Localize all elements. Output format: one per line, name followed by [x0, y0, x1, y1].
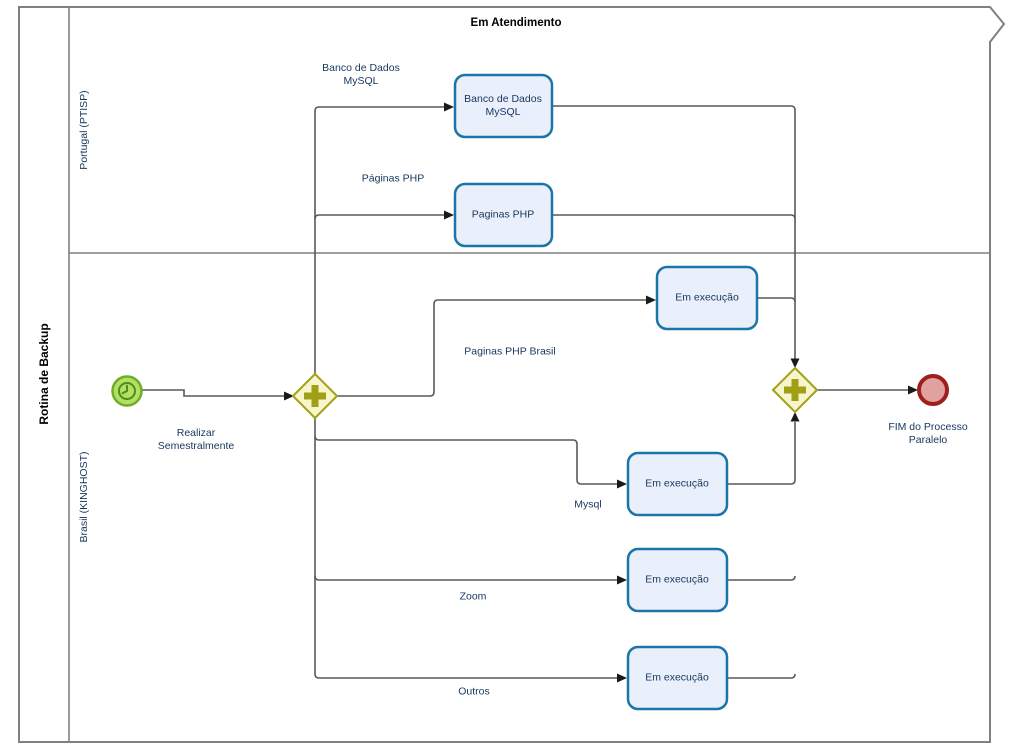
- flow-gateway-to-zoom: [314, 575, 618, 581]
- flow-execucao4-to-join: [727, 673, 796, 679]
- lane-label-portugal: Portugal (PTISP): [78, 90, 90, 170]
- flow-label-mysql: Mysql: [574, 498, 602, 511]
- flow-gateway-to-paginas: [314, 214, 445, 220]
- flow-gateway-to-mysql: [314, 435, 618, 485]
- arrowhead: [617, 479, 627, 489]
- flow-gateway-to-outros: [314, 417, 618, 679]
- end-event-label: FIM do Processo Paralelo: [888, 420, 968, 446]
- task-label: Paginas PHP: [471, 208, 535, 221]
- plus-icon: [304, 385, 326, 407]
- task-label: Em execução: [675, 291, 739, 304]
- plus-icon: [784, 379, 806, 401]
- pool-border: [18, 6, 1006, 743]
- flow-start-to-gateway: [142, 389, 285, 397]
- lane-label-brasil: Brasil (KINGHOST): [78, 451, 90, 543]
- flow-label-zoom: Zoom: [459, 590, 487, 603]
- task-label: Banco de Dados MySQL: [464, 92, 542, 118]
- arrowhead: [908, 385, 918, 395]
- parallel-gateway-converging[interactable]: [771, 366, 819, 414]
- arrowhead: [790, 412, 800, 422]
- flow-label-outros: Outros: [458, 685, 490, 698]
- task-em-execucao-4[interactable]: [626, 645, 729, 711]
- arrowhead: [444, 210, 454, 220]
- flow-label-paginas: Páginas PHP: [361, 172, 425, 185]
- task-label: Em execução: [645, 477, 709, 490]
- arrowhead: [617, 575, 627, 585]
- flow-label-banco: Banco de Dados MySQL: [322, 61, 400, 87]
- arrowhead: [790, 358, 800, 368]
- task-banco-de-dados-mysql[interactable]: [453, 73, 554, 139]
- task-paginas-php[interactable]: [453, 182, 554, 248]
- flow-gateway-to-execucao1: [336, 299, 647, 397]
- flow-banco-to-join: [552, 105, 796, 359]
- flow-execucao2-to-join: [727, 422, 796, 485]
- end-event[interactable]: [917, 374, 949, 406]
- start-timer-event[interactable]: [111, 375, 143, 407]
- flow-gateway-to-banco: [314, 106, 445, 375]
- flow-execucao1-to-join: [757, 297, 796, 303]
- arrowhead: [646, 295, 656, 305]
- clock-icon: [118, 382, 136, 400]
- arrowhead: [444, 102, 454, 112]
- task-label: Em execução: [645, 573, 709, 586]
- parallel-gateway-diverging[interactable]: [291, 372, 339, 420]
- flow-label-paginas-brasil: Paginas PHP Brasil: [464, 345, 556, 358]
- flow-paginas-to-join: [552, 214, 796, 220]
- arrowhead: [284, 391, 294, 401]
- task-label: Em execução: [645, 671, 709, 684]
- pool-title: Rotina de Backup: [37, 323, 51, 425]
- task-em-execucao-2[interactable]: [626, 451, 729, 517]
- arrowhead: [617, 673, 627, 683]
- task-em-execucao-3[interactable]: [626, 547, 729, 613]
- phase-title: Em Atendimento: [470, 17, 562, 29]
- task-em-execucao-1[interactable]: [655, 265, 759, 331]
- start-event-label: Realizar Semestralmente: [157, 426, 235, 452]
- flow-execucao3-to-join: [727, 575, 796, 581]
